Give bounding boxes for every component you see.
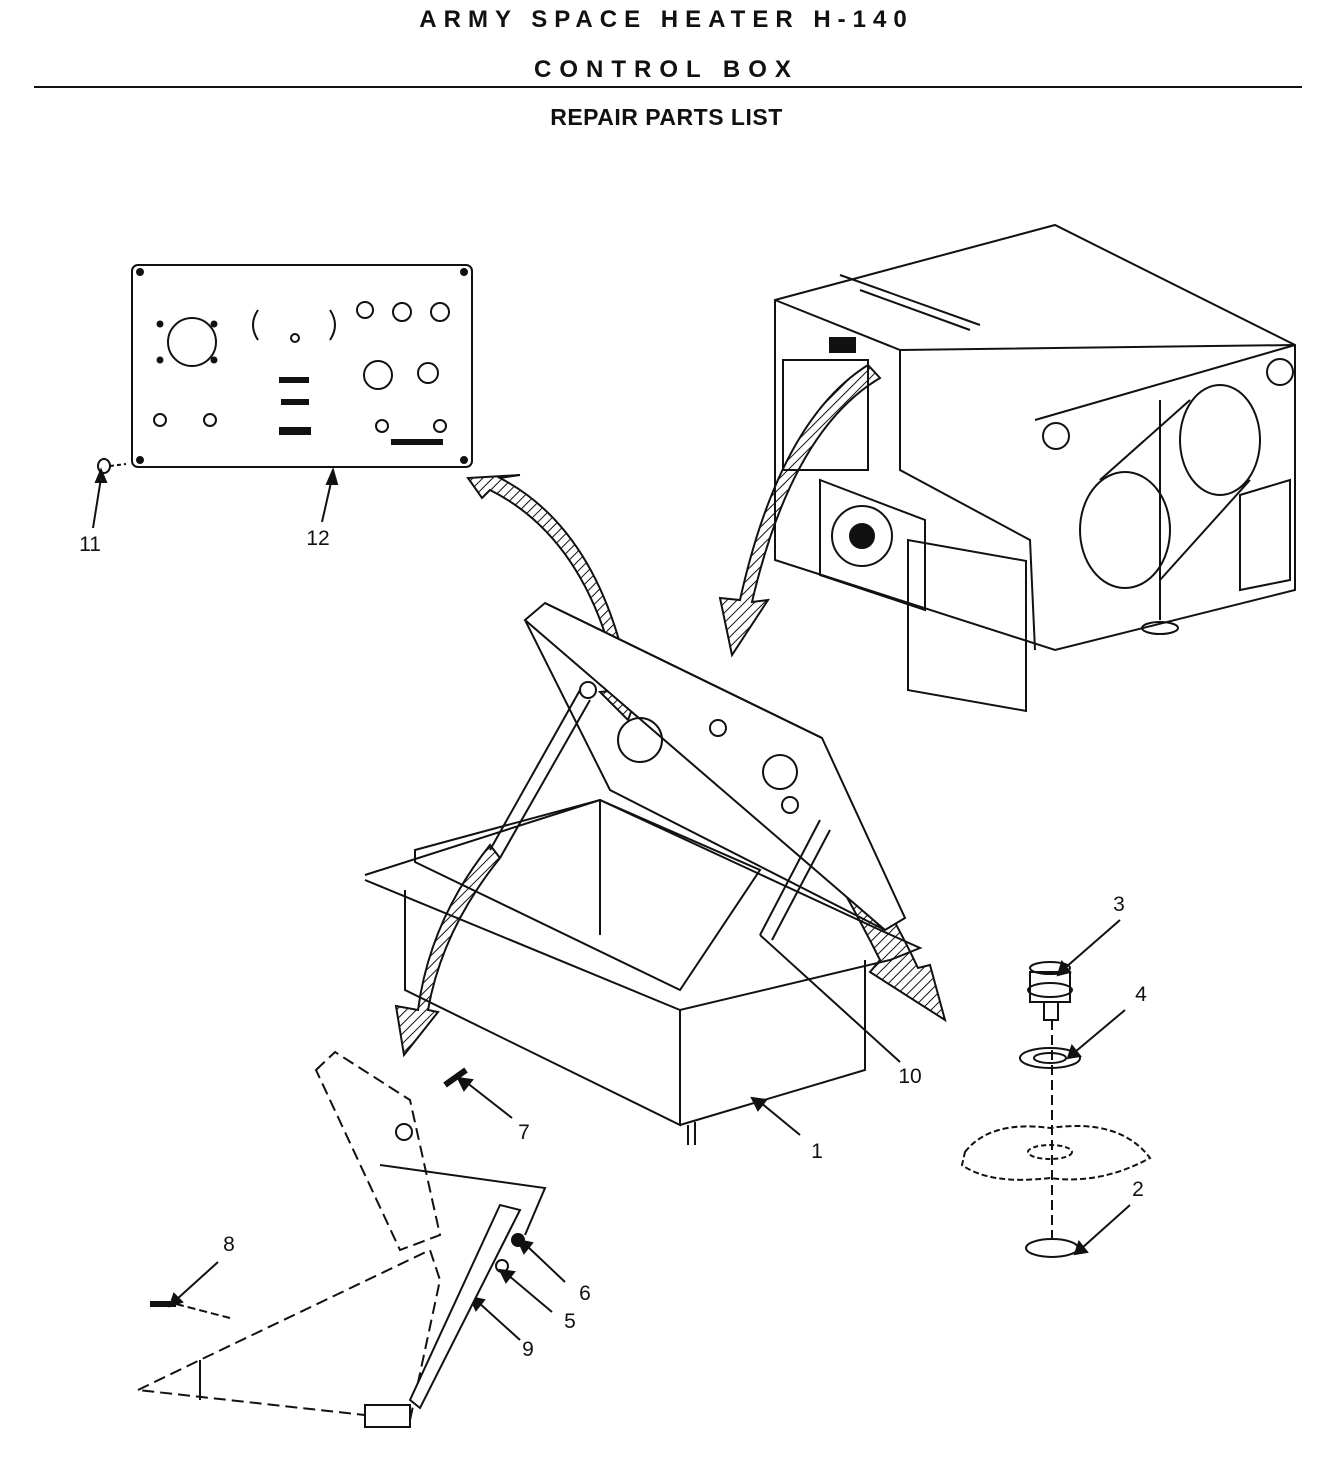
callout-9: 9 [522,1338,534,1361]
control-panel-drawing [131,264,473,468]
page-title: ARMY SPACE HEATER H-140 [419,6,914,33]
callout-7: 7 [518,1121,530,1144]
callout-3: 3 [1113,893,1125,916]
heater-unit-drawing [774,223,1296,713]
panel-screw-drawing [97,458,127,474]
callout-10: 10 [898,1065,922,1088]
lid-stay-detail-drawing [134,1050,547,1428]
header-divider [34,86,1302,88]
callout-8: 8 [223,1233,235,1256]
callout-1: 1 [811,1140,823,1163]
callout-11: 11 [79,533,101,556]
callout-2: 2 [1132,1178,1144,1201]
callout-12: 12 [306,527,330,550]
callout-6: 6 [579,1282,591,1305]
grommet-parts-drawing [960,961,1152,1258]
section-heading: REPAIR PARTS LIST [550,104,783,130]
control-box-drawing [364,601,923,1145]
callout-5: 5 [564,1310,576,1333]
page-subtitle: CONTROL BOX [534,56,799,83]
callout-4: 4 [1135,983,1147,1006]
